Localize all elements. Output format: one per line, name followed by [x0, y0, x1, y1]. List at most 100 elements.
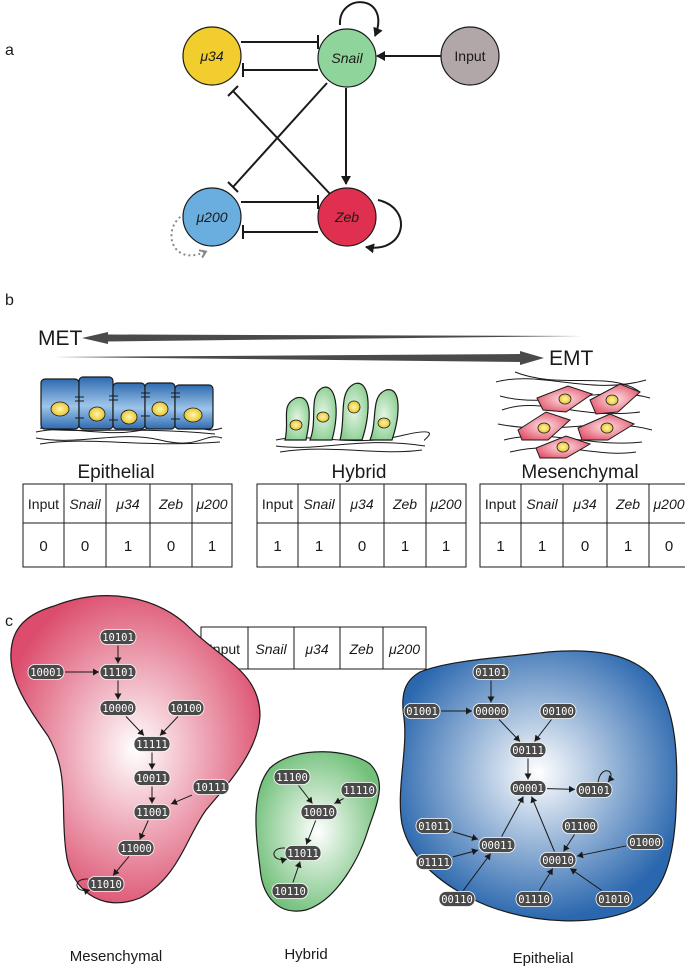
state-node-00111: 00111 — [509, 742, 547, 758]
table-value-cell: 0 — [358, 538, 366, 555]
state-label: 10101 — [102, 632, 134, 644]
epithelial-cells-illustration — [35, 376, 223, 445]
state-label: 01000 — [629, 837, 661, 849]
table-header-cell: μ200 — [429, 496, 461, 512]
state-label: 10011 — [136, 773, 168, 785]
table-value-cell: 1 — [442, 538, 450, 555]
state-label: 00100 — [542, 706, 574, 718]
state-node-00000: 00000 — [472, 703, 510, 719]
state-node-01001: 01001 — [403, 703, 441, 719]
state-node-10001: 10001 — [27, 664, 65, 680]
state-node-00110: 00110 — [438, 891, 476, 907]
table-header-cell: Snail — [526, 496, 558, 512]
table-value-cell: 0 — [581, 538, 589, 555]
transition-01111-to-00011 — [452, 848, 479, 858]
state-node-01100: 01100 — [561, 818, 599, 834]
network-edges — [170, 1, 442, 255]
table-header-cell: μ200 — [195, 496, 227, 512]
legend-header-cell: μ200 — [388, 641, 420, 657]
met-emt-arrows: MET EMT — [38, 327, 594, 370]
edge-zeb-self-loop — [365, 199, 402, 254]
state-node-11110: 11110 — [340, 782, 378, 798]
state-node-00101: 00101 — [575, 782, 613, 798]
table-value-cell: 1 — [208, 538, 216, 555]
node-mu34-circle — [182, 26, 242, 86]
state-label: 10010 — [303, 807, 335, 819]
transition-11001-to-11000 — [139, 820, 149, 840]
state-transition-edges — [65, 645, 627, 895]
state-node-11100: 11100 — [273, 769, 311, 785]
basin-label-mesenchymal: Mesenchymal — [70, 948, 163, 965]
state-node-10111: 10111 — [192, 779, 230, 795]
state-node-01110: 01110 — [515, 891, 553, 907]
state-label: 11111 — [136, 739, 168, 751]
table-value-cell: 1 — [273, 538, 281, 555]
state-label: 10110 — [274, 886, 306, 898]
state-label: 01110 — [518, 894, 550, 906]
transition-10000-to-11111 — [125, 716, 145, 736]
state-label: 11000 — [120, 843, 152, 855]
state-label: 11001 — [136, 807, 168, 819]
transition-00011-to-00001 — [501, 796, 524, 837]
state-label: 10100 — [170, 703, 202, 715]
phenotype-title-hybrid: Hybrid — [332, 462, 387, 483]
basin-label-epithelial: Epithelial — [513, 950, 574, 967]
state-label: 00101 — [578, 785, 610, 797]
table-header-cell: Zeb — [392, 496, 417, 512]
self-loop-11010 — [76, 878, 91, 895]
node-mu34: μ34 — [182, 26, 242, 86]
node-mu34-label: μ34 — [199, 48, 223, 64]
state-node-01000: 01000 — [626, 834, 664, 850]
state-label: 01101 — [475, 667, 507, 679]
transition-00110-to-00011 — [462, 853, 492, 891]
transition-11100-to-10010 — [298, 785, 313, 804]
network-nodes: μ34 Snail Input μ200 Zeb — [182, 26, 500, 247]
state-label: 10000 — [102, 703, 134, 715]
table-header-cell: Input — [485, 496, 516, 512]
hybrid-cell — [369, 389, 399, 441]
table-value-cell: 0 — [39, 538, 47, 555]
basin-label-hybrid: Hybrid — [284, 946, 327, 963]
table-value-cell: 1 — [624, 538, 632, 555]
node-zeb: Zeb — [317, 187, 377, 247]
node-input: Input — [440, 26, 500, 86]
state-label: 11100 — [276, 772, 308, 784]
phenotype-state-tables: Input0Snail0μ341Zeb0μ2001Input1Snail1μ34… — [22, 483, 685, 568]
self-loop-11011 — [273, 847, 288, 864]
legend-header-cell: Snail — [255, 641, 287, 657]
table-header-cell: Input — [262, 496, 293, 512]
emt-arrow — [55, 351, 544, 365]
state-label: 00011 — [481, 840, 513, 852]
state-label: 00001 — [512, 783, 544, 795]
state-node-11000: 11000 — [117, 840, 155, 856]
met-arrow — [82, 332, 582, 344]
transition-01011-to-00011 — [452, 831, 479, 841]
state-node-11111: 11111 — [133, 736, 171, 752]
state-node-10101: 10101 — [99, 629, 137, 645]
node-mu200-label: μ200 — [195, 209, 227, 225]
state-label: 01111 — [418, 857, 450, 869]
node-zeb-label: Zeb — [334, 209, 359, 225]
state-label: 11101 — [102, 667, 134, 679]
table-header-cell: Snail — [303, 496, 335, 512]
state-label: 00110 — [441, 894, 473, 906]
self-loop-00101 — [597, 770, 615, 784]
state-node-11011: 11011 — [284, 845, 322, 861]
emt-label: EMT — [549, 347, 594, 370]
state-label: 11010 — [90, 879, 122, 891]
transition-11110-to-10010 — [334, 797, 344, 804]
table-value-cell: 1 — [315, 538, 323, 555]
table-value-cell: 1 — [124, 538, 132, 555]
panel-label-a: a — [5, 42, 14, 59]
state-node-11101: 11101 — [99, 664, 137, 680]
hybrid-cells-illustration — [275, 382, 430, 453]
node-snail-circle — [317, 28, 377, 88]
state-label: 00010 — [542, 855, 574, 867]
table-header-cell: Input — [28, 496, 59, 512]
node-input-circle — [440, 26, 500, 86]
transition-10010-to-11011 — [305, 820, 317, 845]
node-input-label: Input — [454, 48, 485, 64]
state-node-10110: 10110 — [271, 883, 309, 899]
state-node-11010: 11010 — [87, 876, 125, 892]
